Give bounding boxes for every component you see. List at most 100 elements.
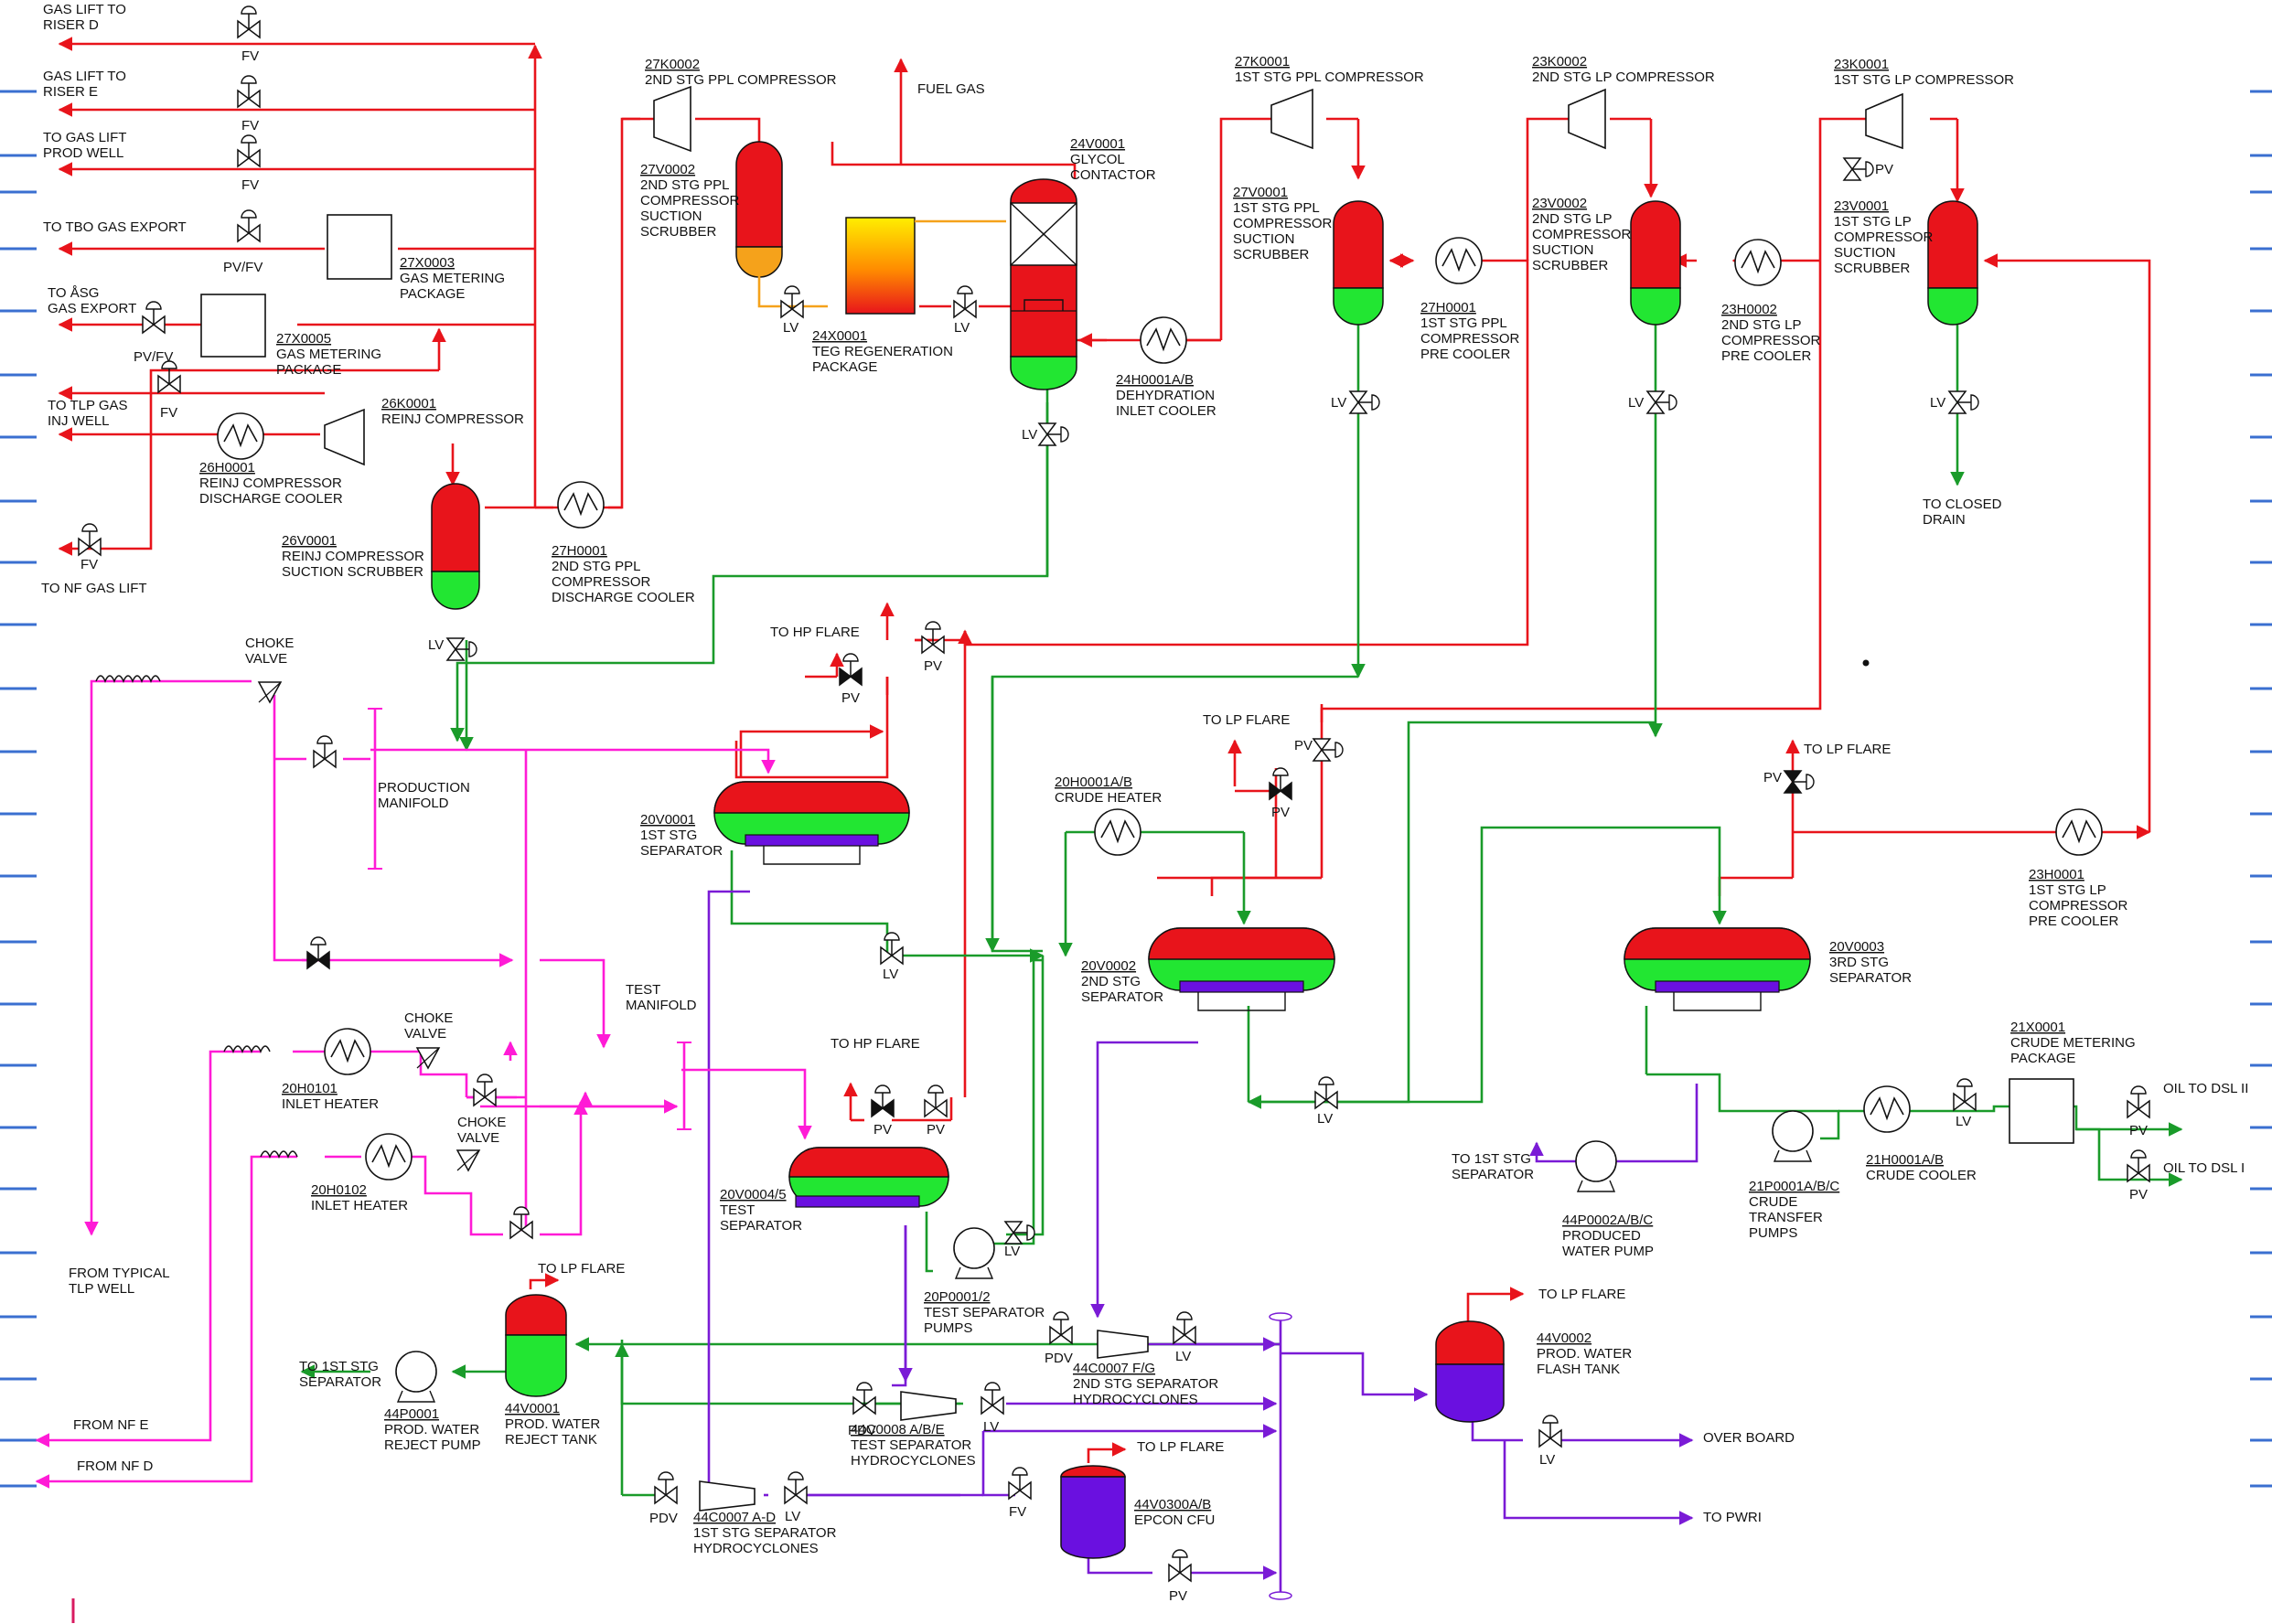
label-lp-flare-5: TO LP FLARE xyxy=(1137,1439,1224,1455)
equipment xyxy=(71,85,2074,1623)
gas-metering-package-27x0005 xyxy=(200,294,266,358)
hx-27h0001-discharge-icon xyxy=(557,481,605,529)
desc-26h0001-2: DISCHARGE COOLER xyxy=(199,491,343,507)
pump-44p0001 xyxy=(395,1351,437,1403)
desc-26k0001: REINJ COMPRESSOR xyxy=(381,411,524,427)
tag-21p0001: 21P0001A/B/C xyxy=(1749,1179,1839,1194)
desc-44c0007ad-2: HYDROCYCLONES xyxy=(693,1541,819,1556)
valve-pv-17: PV xyxy=(1294,738,1344,762)
desc-20v0001-2: SEPARATOR xyxy=(640,843,723,859)
desc-27h0001d-1: 2ND STG PPL xyxy=(552,559,641,574)
desc-23v0002-4: SCRUBBER xyxy=(1532,258,1609,273)
label-over-board: OVER BOARD xyxy=(1703,1430,1795,1446)
teg-regeneration-package xyxy=(845,217,916,315)
valve-lv-33: LV xyxy=(784,1471,808,1524)
tag-27h0001-discharge: 27H0001 xyxy=(552,543,607,559)
valve-fv-2: FV xyxy=(237,134,261,193)
label-riser-d-1: GAS LIFT TO xyxy=(43,2,126,17)
valve-label-lv-36: LV xyxy=(1539,1452,1555,1468)
label-tlp-1: TO TLP GAS xyxy=(48,398,128,413)
scrubber-27v0002 xyxy=(735,141,783,278)
tag-23h0001: 23H0001 xyxy=(2029,867,2084,882)
desc-27h0001-2: COMPRESSOR xyxy=(1420,331,1520,347)
valve-label-lv-10: LV xyxy=(1331,395,1346,411)
desc-44c0007fg-1: 2ND STG SEPARATOR xyxy=(1073,1376,1218,1392)
desc-20v0002-1: 2ND STG xyxy=(1081,974,1141,989)
tag-44v0002: 44V0002 xyxy=(1537,1330,1591,1346)
desc-24v0001-2: CONTACTOR xyxy=(1070,167,1156,183)
scrubber-23v0002 xyxy=(1630,200,1681,326)
valve-pv-35: PV xyxy=(1168,1549,1192,1604)
hx-20h0102-icon xyxy=(365,1133,413,1181)
flowline-coil-1 xyxy=(95,675,161,683)
valve-lv-24: LV xyxy=(1003,1221,1035,1259)
tag-44c0008: 44C0008 A/B/E xyxy=(851,1422,945,1437)
desc-44v0001-2: REJECT TANK xyxy=(505,1432,597,1448)
valve-label-pv-22: PV xyxy=(927,1122,945,1138)
valve-fv-5: FV xyxy=(157,360,181,421)
separator-20v0003 xyxy=(1624,927,1811,1011)
desc-27x0003-1: GAS METERING xyxy=(400,271,505,286)
valve-label-fv-0: FV xyxy=(241,48,259,64)
desc-44p0001-1: PROD. WATER xyxy=(384,1422,479,1437)
label-lp-flare-3: TO LP FLARE xyxy=(538,1261,625,1277)
desc-20p0001-1: TEST SEPARATOR xyxy=(924,1305,1045,1320)
valve-pv-22: PV xyxy=(924,1084,948,1138)
label-oil-dsl-i: OIL TO DSL I xyxy=(2163,1160,2245,1176)
desc-23v0001-1: 1ST STG LP xyxy=(1834,214,1912,230)
valve-pvfv-3: PV/FV xyxy=(223,209,263,275)
desc-20v0003-2: SEPARATOR xyxy=(1829,970,1912,986)
tag-27v0002: 27V0002 xyxy=(640,162,695,177)
desc-20v0002-2: SEPARATOR xyxy=(1081,989,1163,1005)
desc-26v0001-1: REINJ COMPRESSOR xyxy=(282,549,424,564)
desc-27h0001d-2: COMPRESSOR xyxy=(552,574,651,590)
label-test-manifold-2: MANIFOLD xyxy=(626,998,697,1013)
valve-label-lv-31: LV xyxy=(983,1419,999,1435)
valve-label-pdv-28: PDV xyxy=(1045,1351,1073,1366)
valve-label-pv-23: PV xyxy=(873,1122,892,1138)
label-choke-1b: VALVE xyxy=(245,651,287,667)
valve-fv-0: FV xyxy=(237,5,261,64)
valve-label-pdv-32: PDV xyxy=(649,1511,678,1526)
label-to-1st-stg-1a: TO 1ST STG xyxy=(1452,1151,1531,1167)
valve-lv-31: LV xyxy=(981,1382,1004,1435)
gas-metering-package-27x0003 xyxy=(327,214,392,280)
tag-44c0007ad: 44C0007 A-D xyxy=(693,1510,776,1525)
tag-20v0002: 20V0002 xyxy=(1081,958,1136,974)
desc-20p0001-2: PUMPS xyxy=(924,1320,972,1336)
desc-20v0004-1: TEST xyxy=(720,1202,755,1218)
label-from-nf-d: FROM NF D xyxy=(77,1458,153,1474)
label-from-nf-e: FROM NF E xyxy=(73,1417,149,1433)
desc-27v0001-3: SUCTION xyxy=(1233,231,1295,247)
tag-20h0101: 20H0101 xyxy=(282,1081,338,1096)
desc-20v0004-2: SEPARATOR xyxy=(720,1218,802,1234)
desc-44c0007ad-1: 1ST STG SEPARATOR xyxy=(693,1525,837,1541)
hydrocyclone-44c0007fg xyxy=(1097,1330,1149,1359)
valve-label-lv-8: LV xyxy=(954,320,970,336)
desc-26v0001-2: SUCTION SCRUBBER xyxy=(282,564,423,580)
valve-lv-7: LV xyxy=(780,285,804,336)
desc-23v0001-3: SUCTION xyxy=(1834,245,1896,261)
valve-pdv-28: PDV xyxy=(1045,1311,1073,1366)
choke-valve-3-icon xyxy=(455,1149,481,1172)
separator-20v0002 xyxy=(1148,927,1335,1011)
compressor-27k0001 xyxy=(1270,88,1313,150)
valve-label-pvfv-3: PV/FV xyxy=(223,260,263,275)
tag-44v0300: 44V0300A/B xyxy=(1134,1497,1211,1512)
valve-lv-36: LV xyxy=(1538,1415,1562,1468)
desc-20v0003-1: 3RD STG xyxy=(1829,955,1889,970)
hx-23h0001-icon xyxy=(2055,808,2103,856)
valve-pv-13: PV xyxy=(1842,157,1893,181)
tag-27x0005: 27X0005 xyxy=(276,331,331,347)
tag-20v0001: 20V0001 xyxy=(640,812,695,828)
valve-label-pv-16: PV xyxy=(841,690,860,706)
tag-21h0001: 21H0001A/B xyxy=(1866,1152,1944,1168)
compressor-23k0001 xyxy=(1865,92,1903,150)
desc-24h0001-2: INLET COOLER xyxy=(1116,403,1216,419)
tag-27x0003: 27X0003 xyxy=(400,255,455,271)
desc-20h0001: CRUDE HEATER xyxy=(1055,790,1162,806)
tag-44v0001: 44V0001 xyxy=(505,1401,560,1416)
tag-26k0001: 26K0001 xyxy=(381,396,436,411)
